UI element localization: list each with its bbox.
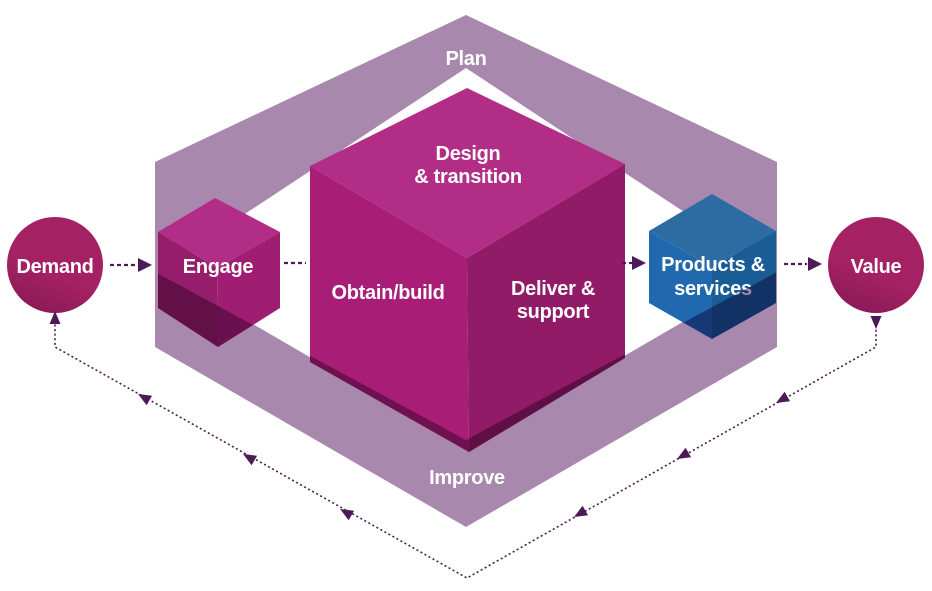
chain-to-products-arrowhead-icon (632, 256, 646, 270)
loop-arrowhead-icon (776, 391, 791, 403)
design-transition-label-line2: & transition (414, 166, 522, 188)
engage-cube: Engage (158, 198, 280, 347)
demand-circle (7, 217, 103, 313)
improve-loop (49, 311, 882, 579)
loop-arrowhead-icon (138, 394, 153, 406)
demand-label: Demand (16, 256, 93, 278)
deliver-support-label-line1: Deliver & (511, 278, 595, 300)
loop-arrowhead-down-icon (870, 316, 882, 329)
products-to-value-arrowhead-icon (808, 257, 822, 271)
loop-arrowhead-icon (340, 509, 355, 521)
loop-arrowhead-icon (243, 454, 258, 466)
value-chain-band (155, 15, 777, 527)
products-cube-left-face (649, 231, 712, 339)
deliver-support-label-line2: support (517, 301, 590, 323)
products-cube-top-face (649, 194, 776, 267)
value-label: Value (851, 256, 902, 278)
improve-label: Improve (429, 467, 505, 489)
flow-arrows (110, 256, 822, 272)
loop-arrowhead-icon (574, 505, 589, 517)
loop-arrowhead-up-icon (49, 311, 61, 324)
value-node: Value (828, 217, 924, 313)
value-circle (828, 217, 924, 313)
demand-node: Demand (7, 217, 103, 313)
demand-to-engage-arrowhead-icon (138, 258, 152, 272)
products-services-label-line2: services (674, 278, 752, 300)
obtain-build-label: Obtain/build (331, 282, 444, 304)
design-transition-label-line1: Design (436, 143, 501, 165)
products-services-label-line1: Products & (661, 254, 765, 276)
center-cube-top-face (310, 88, 625, 258)
engage-label: Engage (183, 256, 254, 278)
engage-cube-top-face (158, 198, 280, 268)
loop-arrowhead-icon (677, 447, 692, 459)
improve-loop-arrowheads (49, 311, 882, 521)
plan-label: Plan (445, 48, 486, 70)
